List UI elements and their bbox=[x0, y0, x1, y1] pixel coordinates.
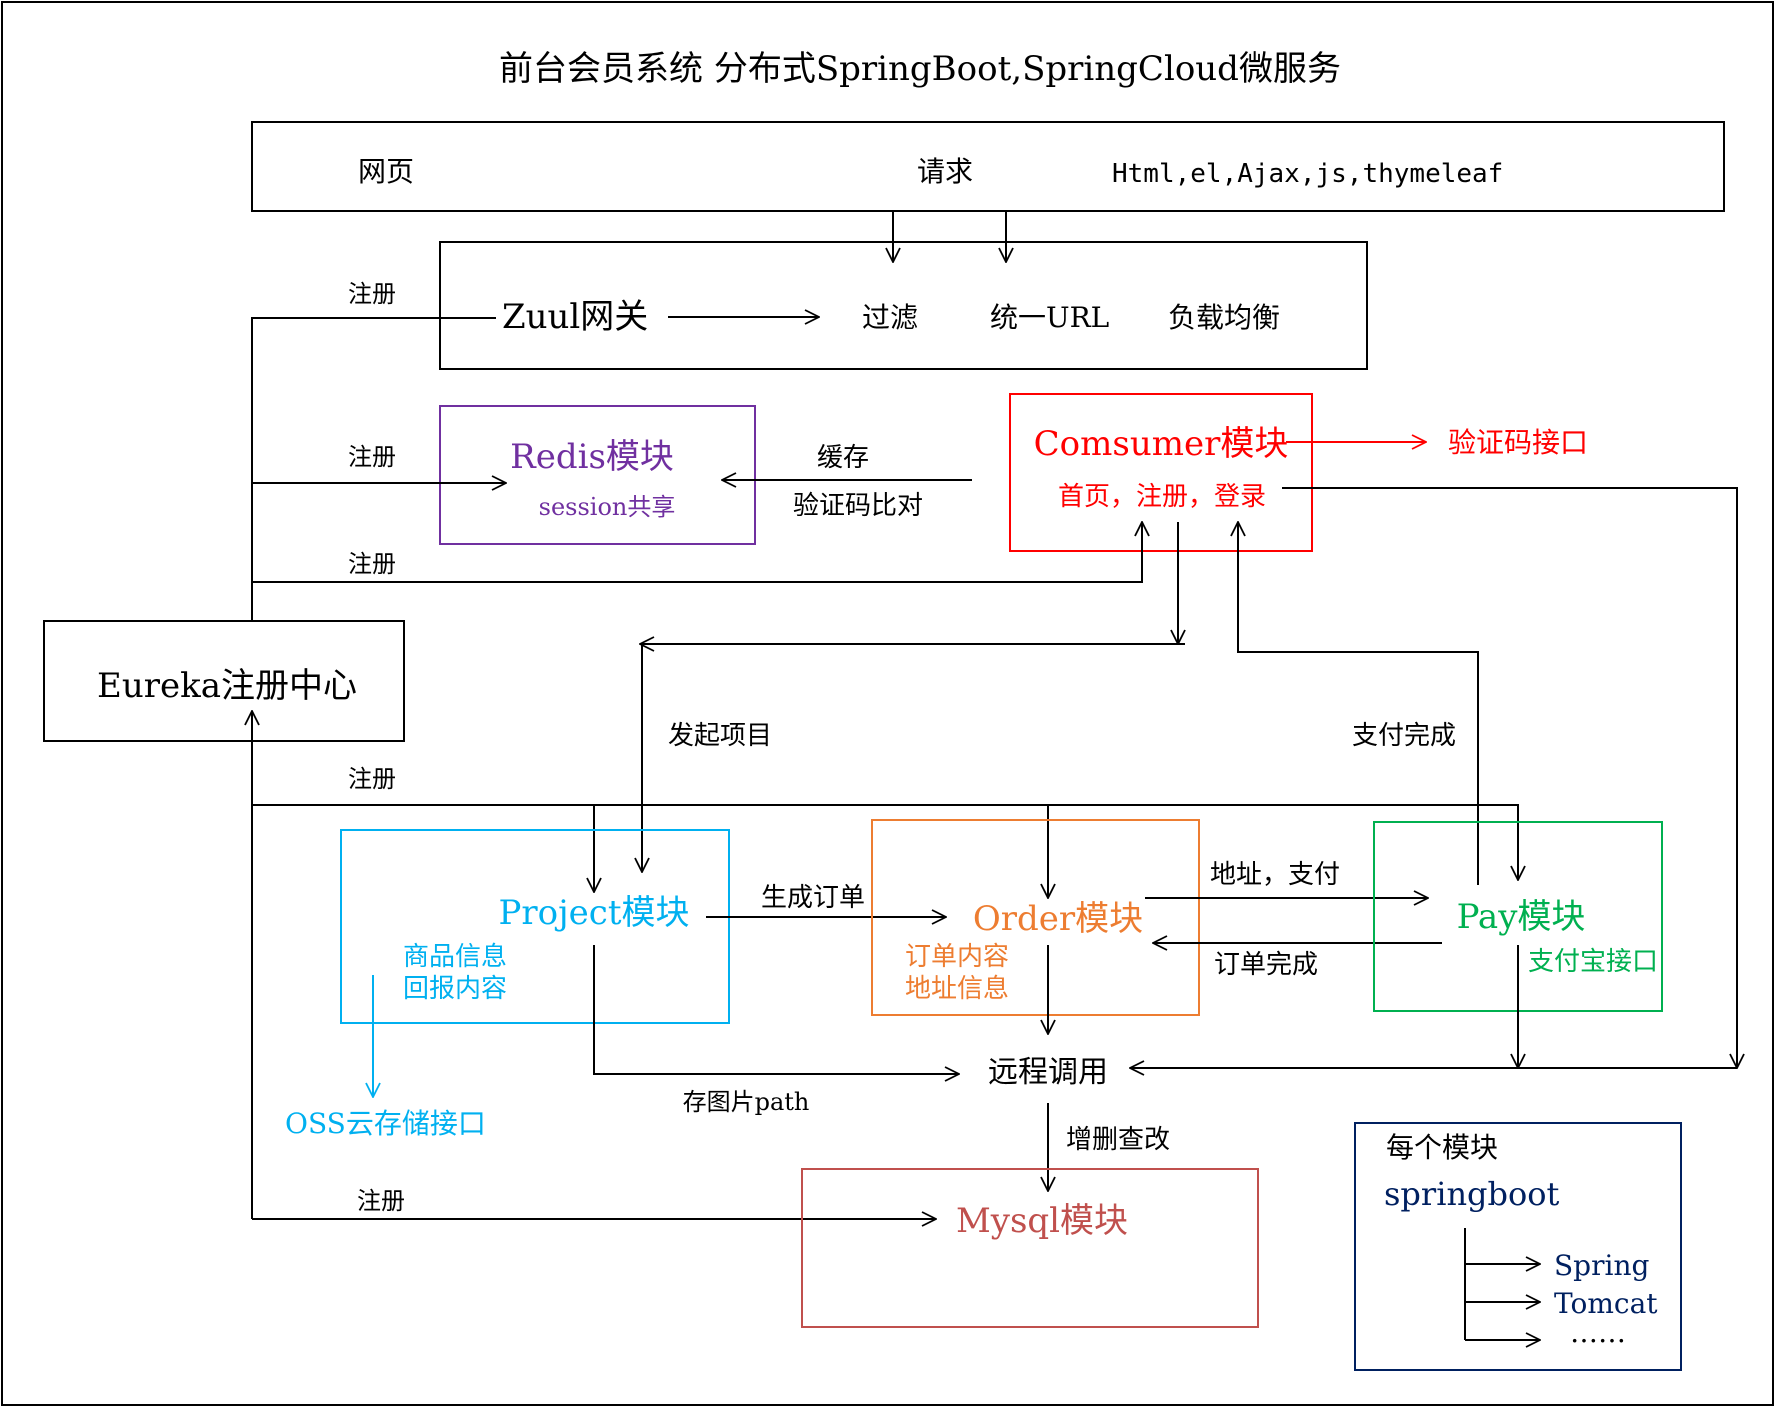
redis-sub-label: session共享 bbox=[539, 493, 676, 521]
save-image-label: 存图片path bbox=[683, 1088, 810, 1116]
eureka-label: Eureka注册中心 bbox=[97, 666, 357, 706]
register-label-consumer: 注册 bbox=[348, 550, 396, 578]
legend-box bbox=[1354, 1122, 1682, 1371]
project-sub-label-2: 回报内容 bbox=[403, 974, 507, 1004]
pay-sub-label: 支付宝接口 bbox=[1528, 947, 1658, 977]
legend-spring: Spring bbox=[1554, 1249, 1649, 1282]
order-sub-label-1: 订单内容 bbox=[905, 942, 1009, 972]
crud-label: 增删查改 bbox=[1066, 1125, 1170, 1155]
redis-label: Redis模块 bbox=[510, 437, 674, 477]
legend-more: …… bbox=[1570, 1316, 1626, 1349]
project-module-box bbox=[340, 829, 730, 1024]
register-line-services bbox=[252, 804, 1518, 880]
oss-label: OSS云存储接口 bbox=[285, 1107, 486, 1140]
arrow-project-remote bbox=[593, 945, 959, 1074]
legend-title: 每个模块 bbox=[1386, 1131, 1498, 1164]
zuul-label: Zuul网关 bbox=[502, 297, 648, 337]
launch-project-label: 发起项目 bbox=[668, 721, 772, 751]
register-label-mysql: 注册 bbox=[357, 1187, 405, 1215]
legend-tomcat: Tomcat bbox=[1554, 1287, 1658, 1320]
order-label: Order模块 bbox=[973, 899, 1143, 939]
consumer-label: Comsumer模块 bbox=[1034, 424, 1289, 464]
arrow-consumer-remote bbox=[1282, 487, 1737, 1068]
verify-label: 验证码比对 bbox=[793, 491, 923, 521]
register-line-zuul bbox=[251, 317, 496, 621]
remote-call-label: 远程调用 bbox=[988, 1055, 1108, 1090]
web-tech-label: Html,el,Ajax,js,thymeleaf bbox=[1112, 159, 1503, 189]
consumer-module-box bbox=[1009, 393, 1313, 552]
zuul-gateway-box bbox=[439, 241, 1368, 370]
web-label: 网页 bbox=[358, 155, 414, 188]
request-label: 请求 bbox=[917, 155, 973, 188]
pay-done-label: 支付完成 bbox=[1352, 721, 1456, 751]
redis-module-box bbox=[439, 405, 756, 545]
order-sub-label-2: 地址信息 bbox=[905, 974, 1009, 1004]
register-label-services: 注册 bbox=[348, 765, 396, 793]
zuul-url-label: 统一URL bbox=[990, 301, 1109, 334]
order-module-box bbox=[871, 819, 1200, 1016]
arrow-pay-done-consumer bbox=[1238, 522, 1479, 885]
mysql-module-box bbox=[801, 1168, 1259, 1328]
order-done-label: 订单完成 bbox=[1214, 950, 1318, 980]
register-line-consumer bbox=[252, 522, 1142, 583]
pay-label: Pay模块 bbox=[1457, 897, 1586, 937]
diagram-title: 前台会员系统 分布式SpringBoot,SpringCloud微服务 bbox=[499, 49, 1341, 89]
address-pay-label: 地址，支付 bbox=[1210, 860, 1340, 890]
zuul-balance-label: 负载均衡 bbox=[1168, 301, 1280, 334]
project-sub-label-1: 商品信息 bbox=[403, 942, 507, 972]
mysql-label: Mysql模块 bbox=[956, 1201, 1128, 1241]
web-layer-box bbox=[251, 121, 1725, 212]
register-label-zuul: 注册 bbox=[348, 280, 396, 308]
project-label: Project模块 bbox=[499, 893, 690, 933]
zuul-filter-label: 过滤 bbox=[862, 301, 918, 334]
captcha-label: 验证码接口 bbox=[1448, 426, 1588, 459]
cache-label: 缓存 bbox=[817, 443, 869, 473]
create-order-label: 生成订单 bbox=[761, 883, 865, 913]
register-label-redis: 注册 bbox=[348, 443, 396, 471]
consumer-sub-label: 首页，注册，登录 bbox=[1058, 482, 1266, 512]
eureka-registry-box bbox=[43, 620, 405, 742]
legend-springboot: springboot bbox=[1384, 1175, 1560, 1213]
